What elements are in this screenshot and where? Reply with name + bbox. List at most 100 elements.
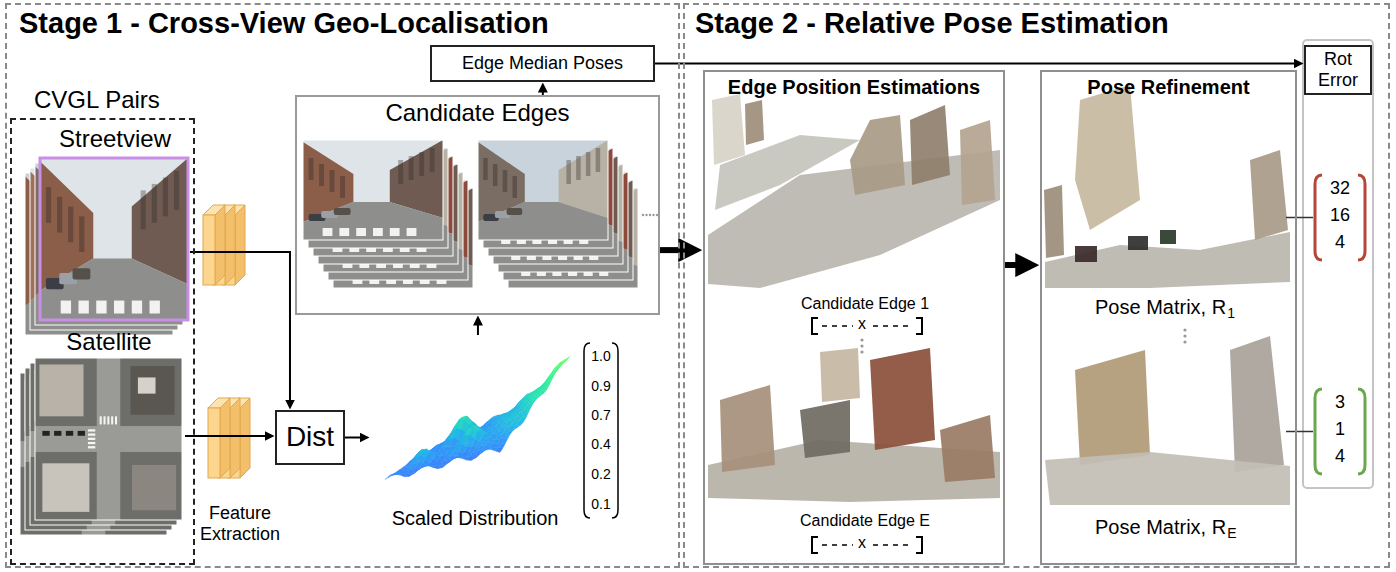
connector-arrow xyxy=(345,437,360,439)
photo-border xyxy=(40,158,188,320)
window xyxy=(174,171,179,210)
window xyxy=(152,184,157,223)
point-cloud-fragment xyxy=(1075,85,1140,230)
window xyxy=(340,176,345,198)
slab-side xyxy=(220,398,230,478)
crosswalk xyxy=(107,416,109,424)
crosswalk xyxy=(100,416,102,424)
window xyxy=(46,187,51,223)
point-cloud-fragment xyxy=(910,105,950,185)
pose-caption: Pose Matrix, R xyxy=(1095,516,1226,539)
window xyxy=(163,177,168,216)
image-panel: Satellite xyxy=(33,328,185,522)
window xyxy=(141,190,146,229)
bracket xyxy=(1315,175,1322,260)
crosswalk xyxy=(407,228,417,236)
satellite-photo xyxy=(35,358,182,520)
leader-line xyxy=(1286,431,1313,433)
window xyxy=(576,156,581,180)
surface-cell xyxy=(476,451,484,458)
distance-box: Dist xyxy=(275,410,345,465)
building xyxy=(478,142,525,222)
node-heading: Scaled Distribution xyxy=(392,507,559,530)
point-cloud-fragment xyxy=(1128,236,1148,250)
selected-border xyxy=(40,158,188,320)
ellipsis-dot xyxy=(860,350,863,353)
flow-arrow xyxy=(1005,262,1016,268)
feature-extractor xyxy=(208,398,250,478)
window xyxy=(586,152,591,176)
car xyxy=(42,431,49,436)
window xyxy=(398,160,403,184)
point-cloud xyxy=(1045,336,1290,505)
crosswalk xyxy=(132,301,142,314)
candidate-panel: Candidate Edges xyxy=(295,95,660,315)
car xyxy=(66,431,73,436)
error-value: 4 xyxy=(1320,446,1360,467)
position-marker: x xyxy=(852,534,872,552)
estimation-panel: Edge Position Estimations xyxy=(703,70,1005,565)
window xyxy=(419,152,424,176)
matrix-value: 0.7 xyxy=(588,407,614,423)
leader-line xyxy=(1286,217,1313,219)
crosswalk xyxy=(88,442,95,444)
dash-line xyxy=(822,544,853,546)
crosswalk xyxy=(61,301,71,314)
connector-arrow xyxy=(185,435,265,437)
bracket xyxy=(1315,389,1322,474)
stage-panel: Stage 2 - Relative Pose EstimationEdge P… xyxy=(683,3,1390,568)
window xyxy=(430,148,435,172)
building xyxy=(39,364,83,416)
connector-arrow xyxy=(655,63,1294,65)
road xyxy=(303,202,443,240)
matrix-bracket xyxy=(612,343,618,518)
crosswalk xyxy=(114,301,124,314)
pose-caption: Pose Matrix, R xyxy=(1095,296,1226,319)
crosswalk xyxy=(88,438,95,440)
street xyxy=(97,358,121,520)
error-panel xyxy=(1303,40,1373,488)
illustration xyxy=(20,40,1373,553)
point-cloud xyxy=(708,348,1000,502)
car xyxy=(334,208,351,215)
photo-border xyxy=(478,140,608,240)
ellipsis-dot xyxy=(652,214,654,216)
flow-arrow xyxy=(660,247,679,253)
pair-group: CVGL PairsStreetviewSatellite xyxy=(10,118,195,565)
node-heading: CVGL Pairs xyxy=(34,86,160,114)
building xyxy=(42,463,89,512)
sky xyxy=(40,158,188,320)
point-cloud xyxy=(1044,85,1290,288)
bracket xyxy=(1358,175,1365,260)
sky xyxy=(303,140,443,240)
slab-side xyxy=(240,398,250,478)
bracket xyxy=(812,318,818,334)
window xyxy=(483,158,488,180)
dash-line xyxy=(873,325,912,327)
bracket xyxy=(812,537,818,553)
bracket xyxy=(916,318,922,334)
ellipsis-dot xyxy=(645,214,647,216)
point-cloud-fragment xyxy=(1045,452,1290,505)
node-heading: Candidate Edges xyxy=(385,99,569,127)
node-heading: Pose Refinement xyxy=(1087,76,1249,99)
point-cloud-fragment xyxy=(1250,150,1288,240)
crosswalk xyxy=(96,301,106,314)
bracket xyxy=(916,537,922,553)
slab-top xyxy=(203,205,225,215)
node-heading: Rot Error xyxy=(1306,49,1370,90)
surface-cell xyxy=(491,436,499,440)
slab-side xyxy=(235,205,245,285)
node-heading: Satellite xyxy=(66,328,151,356)
window xyxy=(319,164,324,186)
edge-caption: Candidate Edge E xyxy=(765,512,965,530)
ellipsis-dot xyxy=(1183,328,1186,331)
street-photo xyxy=(303,140,443,240)
point-cloud-fragment xyxy=(1075,246,1097,262)
connector-arrow xyxy=(190,252,290,400)
window xyxy=(493,164,498,186)
point-cloud-fragment xyxy=(850,115,905,195)
crosswalk xyxy=(323,228,333,236)
point-cloud-fragment xyxy=(1075,350,1150,465)
